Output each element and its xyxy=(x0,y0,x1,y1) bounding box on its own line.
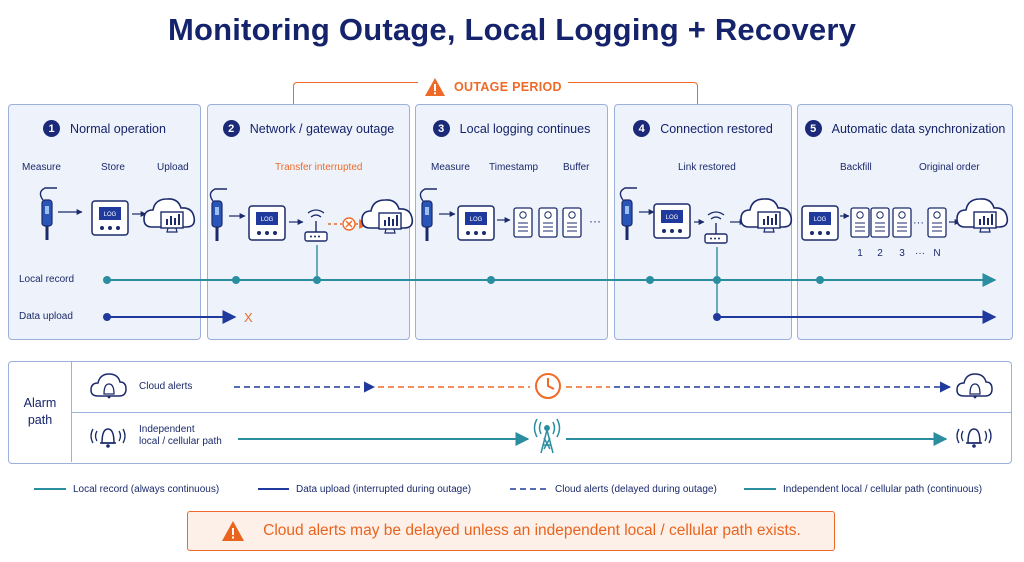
step-label-link-restored: Link restored xyxy=(678,162,736,173)
page-title: Monitoring Outage, Local Logging + Recov… xyxy=(167,12,857,47)
outage-period-label: OUTAGE PERIOD xyxy=(454,80,562,94)
warning-text: Cloud alerts may be delayed unless an in… xyxy=(263,522,801,539)
cloud-dashboard-icon xyxy=(143,198,196,233)
local-record-nodes xyxy=(103,276,824,284)
upload-failure-mark: X xyxy=(244,310,253,325)
sensor-probe-icon xyxy=(419,188,438,242)
buffer-record-icon xyxy=(562,207,582,238)
step-label-timestamp: Timestamp xyxy=(489,162,539,173)
logger-device-icon xyxy=(248,205,286,241)
router-icon xyxy=(704,211,728,244)
alarm-title-line: Alarm xyxy=(23,396,57,410)
stage-title: Local logging continues xyxy=(459,121,591,136)
step-label-transfer-interrupted: Transfer interrupted xyxy=(275,162,363,173)
cloud-dashboard-icon xyxy=(740,198,793,233)
stage-title: Automatic data synchronization xyxy=(831,121,1006,136)
alarm-title-line: path xyxy=(27,413,53,427)
stage-heading: 5 Automatic data synchronization xyxy=(798,120,1012,137)
logger-device-icon xyxy=(653,203,691,239)
cloud-dashboard-icon xyxy=(956,198,1009,233)
order-label: 2 xyxy=(877,248,883,259)
stage-number: 1 xyxy=(43,120,61,137)
stage-title: Network / gateway outage xyxy=(249,121,395,136)
step-label-store: Store xyxy=(101,162,125,173)
buffer-record-icon xyxy=(850,207,870,238)
legend-independent-path: Independent local / cellular path (conti… xyxy=(783,484,983,495)
legend-cloud-alerts: Cloud alerts (delayed during outage) xyxy=(555,484,717,495)
independent-path-label: Independent local / cellular path xyxy=(139,424,222,448)
buffer-record-icon xyxy=(927,207,947,238)
stage-number: 2 xyxy=(222,120,240,137)
logger-device-icon xyxy=(457,205,495,241)
step-label-measure: Measure xyxy=(431,162,470,173)
stage-heading: 3 Local logging continues xyxy=(416,120,607,137)
sensor-probe-icon xyxy=(209,188,228,242)
step-label-original-order: Original order xyxy=(919,162,980,173)
outage-period-tag: OUTAGE PERIOD xyxy=(418,77,568,97)
stage-number: 3 xyxy=(432,120,450,137)
step-label-backfill: Backfill xyxy=(840,162,872,173)
step-label-upload: Upload xyxy=(157,162,189,173)
stage-heading: 1 Normal operation xyxy=(9,120,200,137)
warning-icon xyxy=(425,78,445,96)
buffer-record-icon xyxy=(892,207,912,238)
stage-title: Connection restored xyxy=(660,121,773,136)
stage-heading: 2 Network / gateway outage xyxy=(208,120,409,137)
router-icon xyxy=(304,209,328,242)
stage-number: 4 xyxy=(633,120,651,137)
cell-tower-icon xyxy=(533,418,561,454)
logger-device-icon xyxy=(91,200,129,236)
order-label: N xyxy=(933,248,940,259)
alarm-row-divider xyxy=(71,412,1011,413)
order-label: ··· xyxy=(915,248,925,259)
buffer-record-icon xyxy=(870,207,890,238)
buffer-ellipsis: ··· xyxy=(589,214,601,228)
order-label: 3 xyxy=(899,248,905,259)
step-label-measure: Measure xyxy=(22,162,61,173)
warning-banner: Cloud alerts may be delayed unless an in… xyxy=(187,511,835,551)
legend-local-record: Local record (always continuous) xyxy=(73,484,220,495)
cloud-dashboard-icon xyxy=(361,199,414,234)
sensor-probe-icon xyxy=(619,187,638,241)
local-record-row-label: Local record xyxy=(19,274,79,285)
bell-icon xyxy=(90,428,126,449)
sync-ellipsis: ··· xyxy=(913,217,924,229)
data-upload-row-label: Data upload xyxy=(19,311,77,322)
cloud-alerts-label: Cloud alerts xyxy=(139,381,193,392)
alarm-path-box: Alarm path Cloud alerts Independent loca… xyxy=(8,361,1012,464)
independent-path-label-line: local / cellular path xyxy=(139,436,222,447)
independent-path-label-line: Independent xyxy=(139,424,195,435)
bell-icon xyxy=(956,428,992,449)
warning-icon xyxy=(222,521,245,541)
buffer-record-icon xyxy=(513,207,533,238)
stage-number: 5 xyxy=(804,120,822,137)
sensor-probe-icon xyxy=(39,187,58,241)
order-label: 1 xyxy=(857,248,863,259)
step-label-buffer: Buffer xyxy=(563,162,590,173)
cloud-bell-icon xyxy=(90,373,127,400)
stage-title: Normal operation xyxy=(70,121,166,136)
logger-device-icon xyxy=(801,205,839,241)
legend-data-upload: Data upload (interrupted during outage) xyxy=(296,484,472,495)
stage-heading: 4 Connection restored xyxy=(615,120,791,137)
buffer-record-icon xyxy=(538,207,558,238)
cloud-bell-icon xyxy=(956,373,993,400)
